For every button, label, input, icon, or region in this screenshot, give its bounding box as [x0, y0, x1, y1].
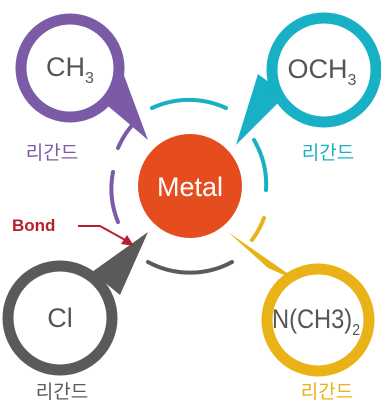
metal-center: Metal: [138, 134, 242, 238]
ligand-formula-main: Cl: [47, 303, 73, 333]
ligand-bottom-left: Cl 리간드: [2, 232, 148, 403]
ligand-formula: N(CH3)2: [272, 304, 360, 339]
ligand-formula: Cl: [47, 303, 73, 333]
ligand-caption: 리간드: [36, 381, 88, 403]
ligand-pointer: [92, 232, 148, 295]
ligand-bottom-right: N(CH3)2 리간드: [228, 232, 375, 403]
ligand-formula-main: N(CH3): [272, 304, 352, 334]
ring-arc-left: [109, 170, 120, 224]
metal-label: Metal: [157, 172, 223, 202]
ligand-caption: 리간드: [301, 381, 353, 403]
ligand-ring: [2, 260, 118, 376]
ligand-ring: [261, 263, 375, 377]
ligand-ring: [15, 13, 125, 123]
bond-arrow-line: [78, 225, 128, 242]
ring-arc-right: [252, 138, 269, 192]
ligand-formula: CH3: [46, 52, 94, 87]
ligand-formula-subscript: 2: [352, 322, 360, 339]
bond-arrow-head: [121, 235, 134, 246]
bond-annotation: Bond: [12, 216, 134, 246]
ligand-ring: [266, 12, 381, 128]
ligand-formula-subscript: 3: [348, 72, 357, 89]
ring-arc-top: [150, 97, 228, 110]
ligand-top-left: CH3 리간드: [15, 13, 148, 164]
ligand-formula-main: OCH: [288, 54, 348, 84]
ligand-caption: 리간드: [302, 142, 354, 164]
ligand-pointer: [228, 232, 300, 282]
ligand-formula-subscript: 3: [85, 70, 94, 87]
ligand-formula: OCH3: [288, 54, 357, 89]
ligand-caption: 리간드: [26, 142, 78, 164]
ring-arc-bottom-right: [250, 216, 266, 242]
ligand-formula-main: CH: [46, 52, 85, 82]
metal-circle: [138, 134, 242, 238]
bond-label: Bond: [12, 216, 55, 235]
ligand-top-right: OCH3 리간드: [236, 12, 381, 164]
ring-arc-bottom: [146, 260, 234, 275]
